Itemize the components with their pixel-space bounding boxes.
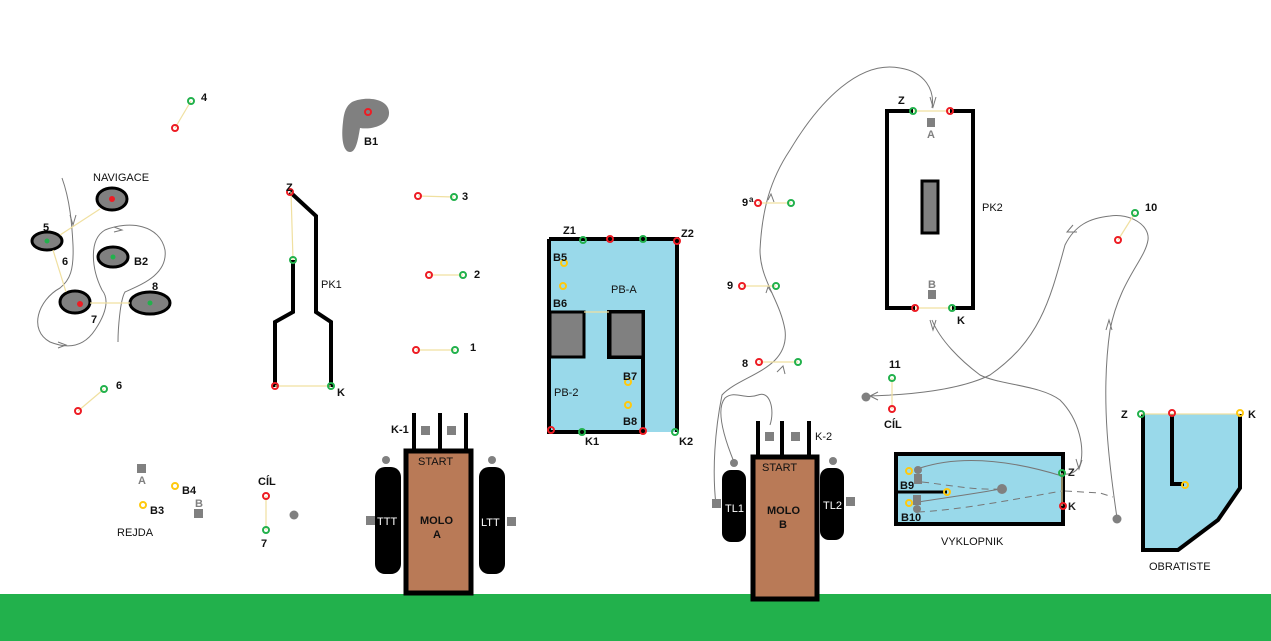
obratiste-label: OBRATISTE — [1149, 561, 1211, 573]
svg-text:B3: B3 — [150, 505, 164, 517]
navigace-area: NAVIGACE 5 6 7 8 B2 — [30, 172, 172, 349]
svg-text:K2: K2 — [679, 436, 693, 448]
svg-text:B7: B7 — [623, 371, 637, 383]
svg-text:PB-2: PB-2 — [554, 387, 578, 399]
svg-text:MOLO: MOLO — [420, 515, 453, 527]
svg-text:Z: Z — [1068, 467, 1075, 479]
gate-6: 6 — [74, 380, 122, 415]
grass-ground — [0, 594, 1271, 641]
svg-text:Z1: Z1 — [563, 225, 576, 237]
svg-text:B8: B8 — [623, 416, 637, 428]
b1-label: B1 — [364, 136, 378, 148]
gate-9a: 9 a — [742, 195, 795, 209]
svg-text:6: 6 — [116, 380, 122, 392]
ltt-label: LTT — [481, 517, 500, 529]
svg-text:8: 8 — [742, 358, 748, 370]
vyklopnik-label: VYKLOPNIK — [941, 536, 1004, 548]
svg-text:K-1: K-1 — [391, 424, 409, 436]
nav-label-6: 6 — [62, 256, 68, 268]
pb-basin: Z1 Z2 B5 B6 PB-A PB-2 B7 B8 K1 K2 — [547, 225, 694, 448]
svg-text:9: 9 — [742, 197, 748, 209]
svg-text:A: A — [433, 529, 441, 541]
svg-text:K: K — [1068, 501, 1076, 513]
gate-9: 9 — [727, 280, 780, 292]
svg-text:7: 7 — [261, 538, 267, 550]
svg-text:11: 11 — [889, 359, 901, 371]
b2-label: B2 — [134, 256, 148, 268]
svg-text:2: 2 — [474, 269, 480, 281]
nav-label-8: 8 — [152, 281, 158, 293]
svg-text:A: A — [138, 475, 146, 487]
svg-text:10: 10 — [1145, 202, 1157, 214]
svg-text:Z: Z — [898, 95, 905, 107]
svg-text:B6: B6 — [553, 298, 567, 310]
svg-text:B: B — [928, 279, 936, 291]
gate-8: 8 — [742, 358, 802, 370]
svg-text:B5: B5 — [553, 252, 567, 264]
gate-1: 1 — [412, 342, 476, 354]
navigace-label: NAVIGACE — [93, 172, 149, 184]
svg-text:1: 1 — [470, 342, 476, 354]
svg-text:K1: K1 — [585, 436, 599, 448]
vyklopnik-area: B9 B10 Z K VYKLOPNIK — [894, 452, 1076, 548]
svg-text:START: START — [418, 456, 453, 468]
rejda-area: A B B4 B3 REJDA — [117, 464, 203, 539]
svg-text:K-2: K-2 — [815, 431, 832, 443]
svg-text:B10: B10 — [901, 512, 921, 524]
svg-text:PB-A: PB-A — [611, 284, 637, 296]
svg-text:MOLO: MOLO — [767, 505, 800, 517]
obstacle-b1: B1 — [342, 98, 390, 152]
svg-text:CÍL: CÍL — [258, 475, 276, 488]
svg-text:K: K — [337, 387, 345, 399]
svg-text:A: A — [927, 129, 935, 141]
svg-text:3: 3 — [462, 191, 468, 203]
gate-11-finish: 11 CÍL — [884, 359, 902, 431]
navigace-obstacle-7 — [58, 289, 92, 315]
gate-10: 10 — [1114, 202, 1157, 244]
svg-text:PK2: PK2 — [982, 202, 1003, 214]
svg-text:Z: Z — [1121, 409, 1128, 421]
gate-3: 3 — [414, 191, 468, 203]
svg-text:START: START — [762, 462, 797, 474]
svg-text:a: a — [749, 195, 754, 204]
nav-label-5: 5 — [43, 222, 49, 234]
svg-text:B9: B9 — [900, 480, 914, 492]
molo-b-dock: K-2 START MOLO B TL1 TL2 — [712, 421, 855, 602]
svg-text:K: K — [1248, 409, 1256, 421]
svg-text:TL2: TL2 — [823, 500, 842, 512]
svg-text:Z: Z — [286, 182, 293, 194]
svg-text:Z2: Z2 — [681, 228, 694, 240]
rejda-label: REJDA — [117, 527, 154, 539]
gate-7-finish: CÍL 7 — [258, 475, 299, 550]
svg-text:4: 4 — [201, 92, 208, 104]
svg-text:TL1: TL1 — [725, 503, 744, 515]
svg-text:B: B — [779, 519, 787, 531]
svg-text:B4: B4 — [182, 485, 197, 497]
ttt-label: TTT — [377, 516, 397, 528]
svg-text:CÍL: CÍL — [884, 418, 902, 431]
gate-4: 4 — [171, 92, 208, 132]
obratiste-area: Z K OBRATISTE — [1121, 409, 1256, 573]
pk1-label: PK1 — [321, 279, 342, 291]
molo-a-dock: K-1 START MOLO A TTT LTT — [366, 413, 516, 596]
pk1-channel: PK1 Z K — [271, 182, 345, 399]
route-paths — [713, 66, 1149, 524]
svg-text:9: 9 — [727, 280, 733, 292]
pk2-box: A B PK2 Z K — [885, 95, 1003, 327]
gate-2: 2 — [425, 269, 480, 281]
svg-text:B: B — [195, 498, 203, 510]
svg-text:K: K — [957, 315, 965, 327]
nav-label-7: 7 — [91, 314, 97, 326]
